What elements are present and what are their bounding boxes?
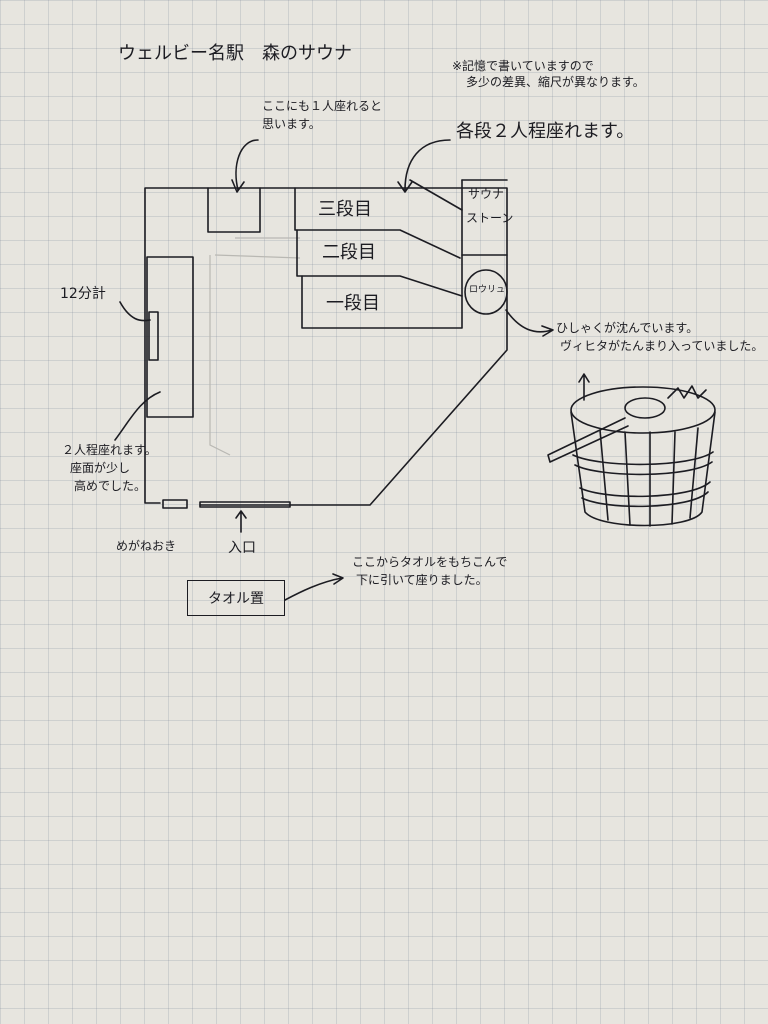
bucket-note-line-2: ヴィヒタがたんまり入っていました。 [560, 339, 764, 353]
bench-note-line-2: 座面が少し [70, 461, 131, 475]
extra-seat-arrow [231, 139, 259, 193]
entrance-label: 入口 [228, 540, 256, 556]
loyly-bucket-label: ロウリュ [469, 285, 506, 295]
each-tier-note: 各段２人程座れます。 [456, 121, 635, 142]
tier-1-label: 一段目 [326, 293, 380, 314]
bucket-sketch-arrow [578, 373, 590, 401]
tier-3-label: 三段目 [318, 199, 372, 220]
extra-seat-block [207, 187, 261, 233]
each-tier-arrow [397, 139, 451, 193]
towel-arrow [284, 573, 344, 601]
timer-12min [148, 311, 159, 361]
sauna-stone-label-1: サウナ [468, 187, 505, 201]
glasses-holder [162, 499, 188, 509]
wooden-bucket-sketch [547, 385, 716, 527]
inner-guide-line [209, 255, 231, 456]
bench-note-line-1: ２人程座れます。 [62, 443, 157, 457]
timer-pointer-line [119, 301, 151, 322]
timer-label: 12分計 [60, 286, 106, 302]
towel-rack-label: タオル置 [208, 591, 264, 607]
sauna-stone-label-2: ストーン [466, 211, 514, 225]
tier-1-outline [301, 179, 463, 329]
extra-seat-note-line-2: 思います。 [262, 117, 321, 131]
tier-2-outline [296, 229, 463, 297]
room-outer-wall [144, 187, 508, 506]
bench-pointer-line [114, 391, 161, 441]
inner-guide-line [214, 254, 301, 259]
bench-note-line-3: 高めでした。 [74, 479, 147, 493]
entrance-arrow [235, 510, 247, 533]
tier-3-outline [294, 179, 463, 259]
towel-rack: タオル置 [187, 580, 285, 616]
extra-seat-note-line-1: ここにも１人座れると [262, 99, 383, 113]
bucket-note-line-1: ひしゃくが沈んでいます。 [556, 321, 699, 335]
sauna-stone-box [461, 179, 508, 256]
tier-2-label: 二段目 [322, 242, 376, 263]
entrance-door [199, 501, 291, 508]
disclaimer-line-1: ※記憶で書いていますので [452, 59, 594, 73]
bucket-arrow [505, 309, 554, 337]
towel-note-line-1: ここからタオルをもちこんで [352, 555, 508, 569]
loyly-bucket-circle [464, 269, 508, 315]
left-bench [146, 256, 194, 418]
glasses-holder-label: めがねおき [116, 539, 177, 553]
page-title: ウェルビー名駅 森のサウナ [118, 43, 352, 64]
disclaimer-line-2: 多少の差異、縮尺が異なります。 [466, 75, 645, 89]
towel-note-line-2: 下に引いて座りました。 [356, 573, 488, 587]
